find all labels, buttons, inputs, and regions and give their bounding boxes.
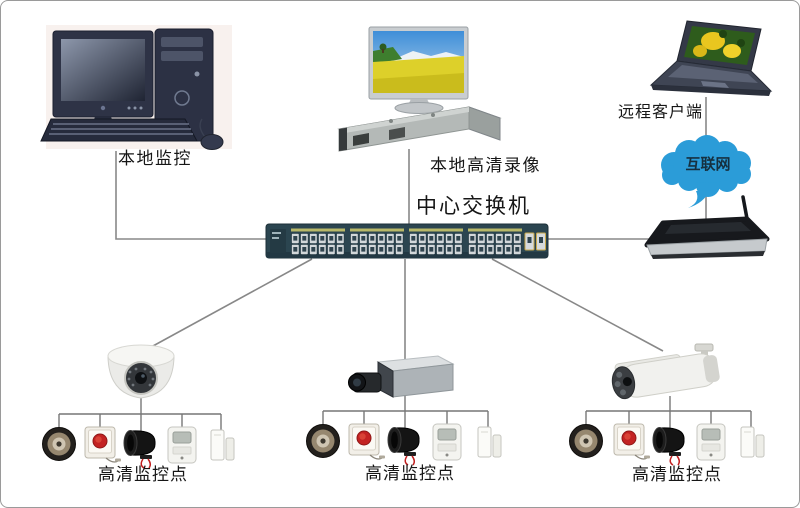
label-hd-site-right: 高清监控点 <box>632 465 722 485</box>
label-hd-site-left: 高清监控点 <box>98 465 188 485</box>
connector-lines <box>115 97 707 359</box>
door-contact-icon <box>210 413 235 461</box>
label-hd-site-center: 高清监控点 <box>365 464 455 484</box>
door-contact-icon <box>477 410 502 458</box>
edge-pc-switch <box>115 151 266 240</box>
recorder-monitor-image <box>368 26 469 114</box>
label-local-monitor: 本地监控 <box>118 149 192 169</box>
speaker-icon <box>568 410 604 459</box>
label-remote-client: 远程客户端 <box>618 102 704 121</box>
label-central-switch: 中心交换机 <box>416 194 531 218</box>
bullet-camera-image <box>611 343 720 400</box>
laptop-image <box>649 20 773 96</box>
siren-icon <box>123 413 156 469</box>
panic-button-icon <box>84 413 122 463</box>
label-local-recorder: 本地高清录像 <box>430 156 541 176</box>
site-left-group <box>41 344 235 469</box>
siren-icon <box>387 410 420 466</box>
box-camera-image <box>348 355 455 398</box>
label-internet: 互联网 <box>685 155 731 173</box>
desktop-computer-image <box>40 25 232 150</box>
switch-image <box>265 223 549 259</box>
pir-sensor-icon <box>432 410 462 461</box>
dome-camera-image <box>107 344 175 399</box>
site-center-group <box>305 355 502 466</box>
edge-switch-site-right <box>491 258 664 352</box>
internet-cloud-shape <box>661 135 751 208</box>
panic-button-icon <box>613 410 651 460</box>
speaker-icon <box>305 410 341 459</box>
pir-sensor-icon <box>696 410 726 461</box>
panic-button-icon <box>348 410 386 460</box>
siren-icon <box>652 410 685 466</box>
door-contact-icon <box>740 410 765 458</box>
edge-switch-site-left <box>141 258 313 353</box>
speaker-icon <box>41 413 77 462</box>
pir-sensor-icon <box>167 413 197 464</box>
router-image <box>644 195 770 259</box>
site-right-group <box>568 343 765 466</box>
rack-server-image <box>337 106 502 152</box>
